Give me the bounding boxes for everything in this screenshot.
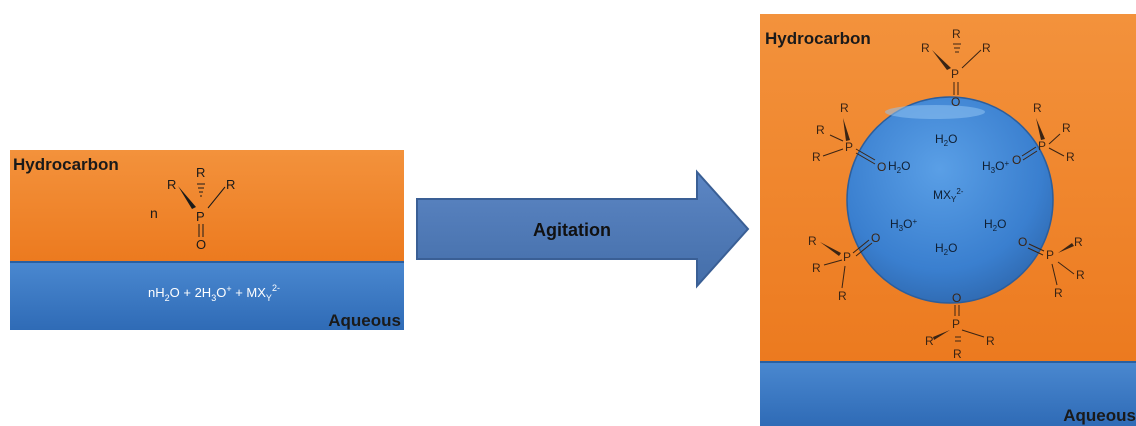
svg-text:R: R	[952, 27, 961, 41]
droplet-water: H2O	[984, 217, 1006, 233]
molecule-upper-right: R R R P O	[1012, 101, 1075, 167]
svg-text:R: R	[1076, 268, 1085, 282]
svg-text:R: R	[921, 41, 930, 55]
left-hydrocarbon-layer	[10, 150, 404, 262]
svg-text:P: P	[845, 140, 853, 154]
left-aqueous-label: Aqueous	[328, 311, 401, 330]
molecule-lower-right: O P R R R	[1018, 235, 1085, 300]
droplet-water: H2O	[935, 241, 957, 257]
surfactant-molecules: R R R P O O P R R R	[808, 27, 1085, 361]
svg-text:R: R	[925, 334, 934, 348]
molecule-p: P	[196, 209, 205, 224]
svg-text:P: P	[952, 317, 960, 331]
svg-text:O: O	[1018, 235, 1027, 249]
svg-text:R: R	[838, 289, 847, 303]
molecule-upper-left: R R R P O	[812, 101, 886, 174]
left-molecule: R R R P O	[167, 165, 235, 252]
molecule-r-left: R	[167, 177, 176, 192]
left-hydrocarbon-label: Hydrocarbon	[13, 155, 119, 174]
agitation-arrow: Agitation	[416, 169, 750, 289]
svg-text:O: O	[871, 231, 880, 245]
droplet-metal-complex: MXY2-	[933, 187, 964, 204]
right-hydrocarbon-label: Hydrocarbon	[765, 29, 871, 48]
svg-text:R: R	[982, 41, 991, 55]
svg-text:R: R	[816, 123, 825, 137]
right-aqueous-layer	[760, 362, 1136, 426]
svg-text:P: P	[951, 67, 959, 81]
svg-text:R: R	[1054, 286, 1063, 300]
svg-text:P: P	[1038, 139, 1046, 153]
molecule-bottom: O P R R R	[925, 291, 995, 361]
svg-text:R: R	[812, 261, 821, 275]
svg-text:P: P	[1046, 248, 1054, 262]
right-panel: Hydrocarbon Aqueous H2O H2O H3O+ MXY2- H…	[760, 14, 1136, 426]
svg-text:O: O	[1012, 153, 1021, 167]
svg-text:R: R	[953, 347, 962, 361]
aqueous-droplet	[846, 96, 1054, 304]
svg-text:O: O	[952, 291, 961, 305]
molecule-lower-left: R R R P O	[808, 231, 880, 303]
svg-text:O: O	[877, 160, 886, 174]
droplet-hydronium: H3O+	[890, 217, 917, 233]
svg-text:R: R	[1033, 101, 1042, 115]
svg-text:R: R	[986, 334, 995, 348]
svg-text:O: O	[951, 95, 960, 109]
arrow-label: Agitation	[533, 220, 611, 240]
molecule-r-right: R	[226, 177, 235, 192]
svg-text:R: R	[808, 234, 817, 248]
arrow-shape	[416, 169, 750, 289]
droplet-water: H2O	[935, 132, 957, 148]
svg-text:R: R	[1062, 121, 1071, 135]
left-coefficient-n: n	[150, 205, 158, 221]
droplet-hydronium: H3O+	[982, 159, 1009, 175]
right-aqueous-label: Aqueous	[1063, 406, 1136, 425]
droplet-water: H2O	[888, 159, 910, 175]
molecule-top: R R R P O	[921, 27, 991, 109]
molecule-r-top: R	[196, 165, 205, 180]
svg-text:R: R	[840, 101, 849, 115]
left-aqueous-layer	[10, 262, 404, 330]
svg-text:R: R	[1074, 235, 1083, 249]
svg-text:R: R	[1066, 150, 1075, 164]
left-aqueous-formula: nH2O + 2H3O+ + MXY2-	[148, 283, 280, 303]
svg-text:R: R	[812, 150, 821, 164]
droplet-contents: H2O H2O H3O+ MXY2- H3O+ H2O H2O	[888, 132, 1009, 257]
molecule-o: O	[196, 237, 206, 252]
left-panel: Hydrocarbon n R R R P O nH2O + 2H3O+ + M…	[10, 150, 404, 330]
svg-text:P: P	[843, 250, 851, 264]
